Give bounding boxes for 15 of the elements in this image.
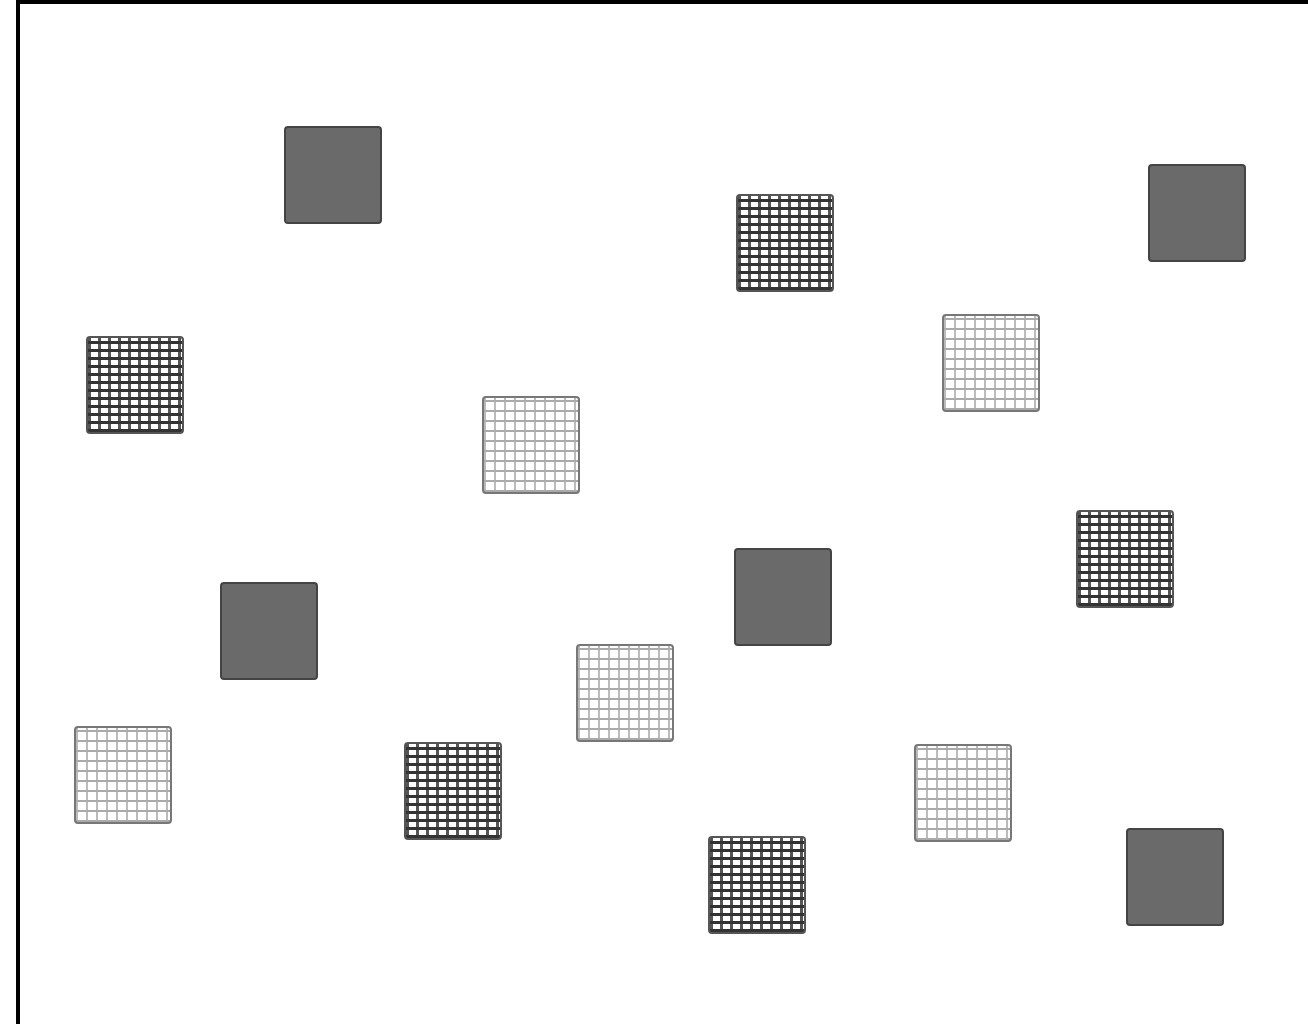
- grid-square: [708, 836, 806, 934]
- dotted-square: [942, 314, 1040, 412]
- dotted-square: [482, 396, 580, 494]
- grid-square: [86, 336, 184, 434]
- dotted-square: [576, 644, 674, 742]
- shaded-square: [220, 582, 318, 680]
- dotted-square: [74, 726, 172, 824]
- shaded-square: [734, 548, 832, 646]
- grid-square: [736, 194, 834, 292]
- dotted-square: [914, 744, 1012, 842]
- grid-square: [1076, 510, 1174, 608]
- grid-square: [404, 742, 502, 840]
- shaded-square: [1126, 828, 1224, 926]
- shaded-square: [284, 126, 382, 224]
- shaded-square: [1148, 164, 1246, 262]
